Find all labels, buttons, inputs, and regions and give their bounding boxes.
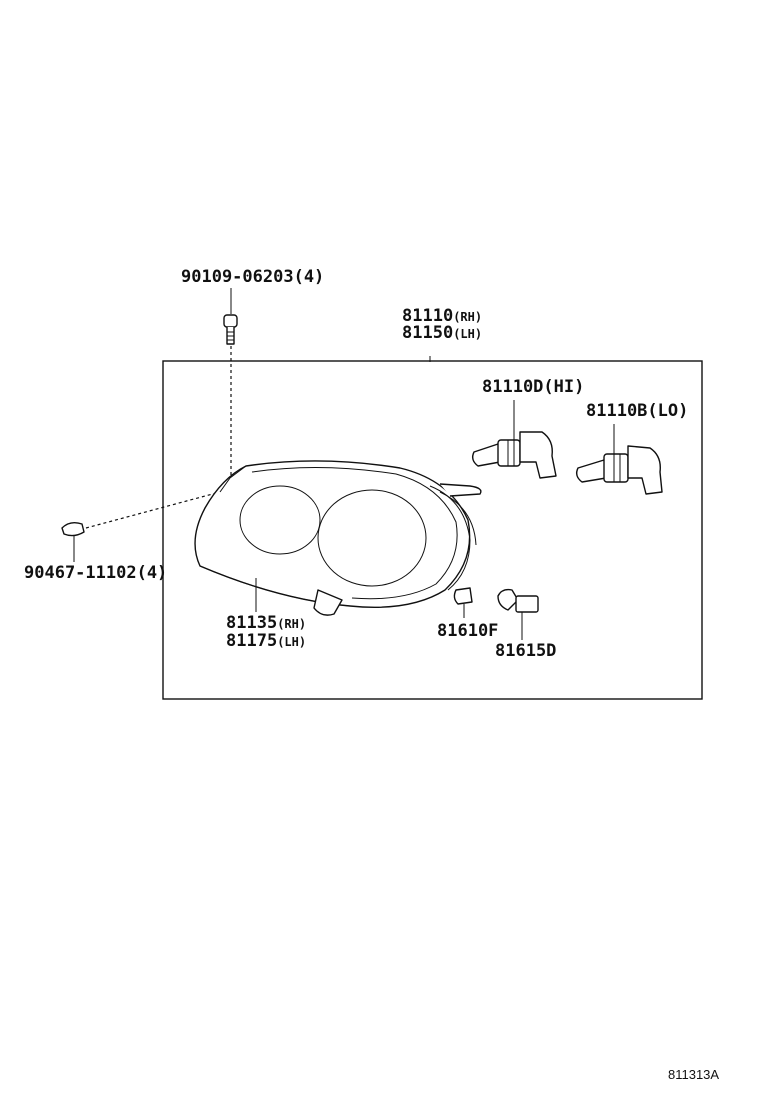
nut-dashed-line: [85, 491, 221, 529]
label-assembly-rh-suffix: (RH): [453, 310, 482, 324]
hi-bulb-part: [471, 431, 557, 479]
label-assembly-lh-suffix: (LH): [453, 327, 482, 341]
label-lens-rh-number: 81135: [226, 613, 277, 633]
label-nut: 90467-11102(4): [24, 563, 167, 583]
label-lens-rh-suffix: (RH): [277, 617, 306, 631]
lo-bulb-part: [575, 445, 663, 495]
headlamp-housing: [194, 460, 482, 616]
label-assembly-rh: 81110(RH): [402, 306, 482, 326]
label-socket: 81615D: [495, 641, 556, 661]
nut-part: [61, 521, 85, 537]
small-bulb-part: [453, 587, 473, 605]
label-assembly-lh-number: 81150: [402, 323, 453, 343]
socket-part: [497, 588, 539, 613]
assembly-frame: [162, 360, 703, 700]
label-lens-rh: 81135(RH): [226, 613, 306, 633]
screw-part: [223, 314, 238, 345]
label-assembly-rh-number: 81110: [402, 306, 453, 326]
label-bulb-hi: 81110D(HI): [482, 377, 584, 397]
label-screw: 90109-06203(4): [181, 267, 324, 287]
label-lens-lh: 81175(LH): [226, 631, 306, 651]
label-lens-lh-number: 81175: [226, 631, 277, 651]
label-bulb-lo: 81110B(LO): [586, 401, 688, 421]
label-small-bulb: 81610F: [437, 621, 498, 641]
label-assembly-lh: 81150(LH): [402, 323, 482, 343]
label-lens-lh-suffix: (LH): [277, 635, 306, 649]
reference-code: 811313A: [668, 1067, 719, 1082]
